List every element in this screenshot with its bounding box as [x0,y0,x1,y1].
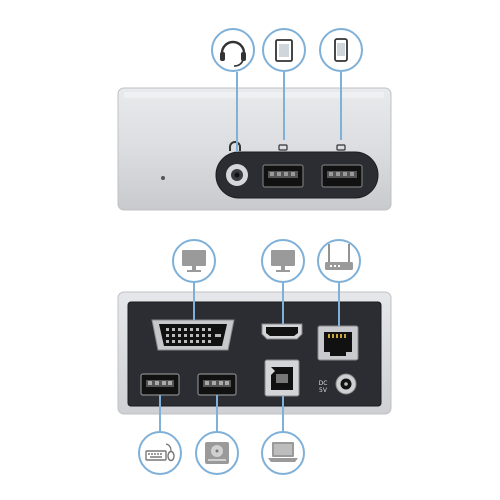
laptop-icon [261,431,305,475]
ethernet-port [317,325,359,361]
front-usb-port-2 [321,164,363,188]
dc-power-label: DC 5V [318,380,328,394]
front-usb-port-1 [262,164,304,188]
front-dock [117,72,392,211]
status-led [161,176,165,180]
monitor-icon-hdmi [261,239,305,283]
smartphone-icon [319,28,363,72]
dc-power-port [335,373,357,395]
usb-b-port [264,359,300,397]
rear-usb-port-1 [140,373,180,396]
rear-usb-port-2 [197,373,237,396]
keyboard-mouse-icon [138,431,182,475]
hdmi-port [261,323,303,340]
dvi-port [151,319,235,351]
audio-jack-port [226,164,248,186]
rear-dock [117,282,392,432]
router-icon [317,239,361,283]
hard-drive-icon [195,431,239,475]
tablet-icon [262,28,306,72]
headset-icon [211,28,255,72]
monitor-icon-dvi [172,239,216,283]
